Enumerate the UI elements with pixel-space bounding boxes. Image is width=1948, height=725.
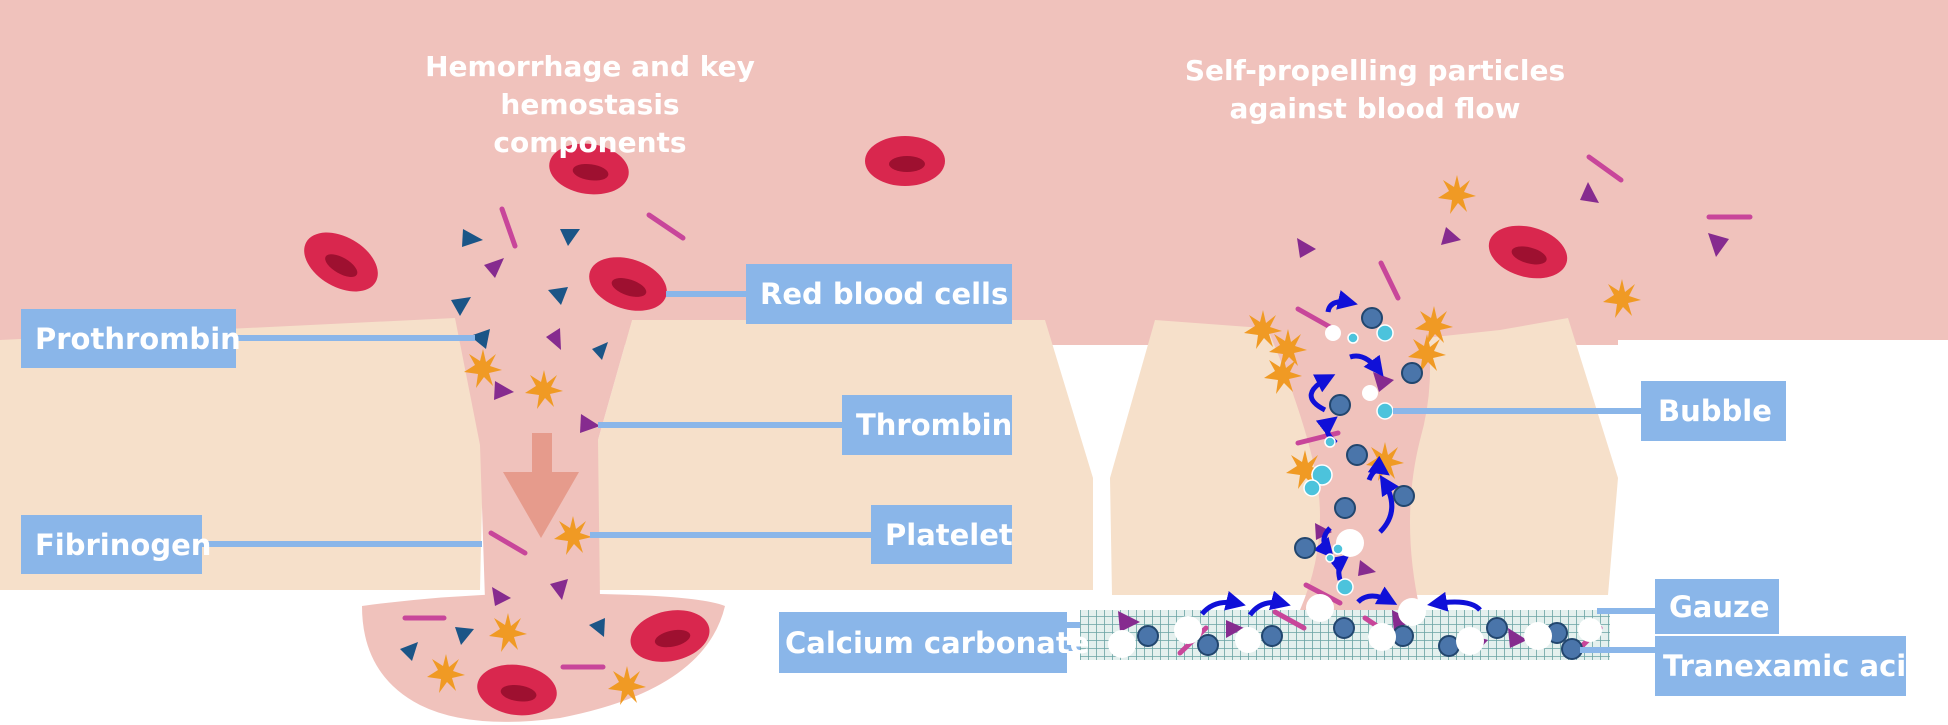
tissue-left-b: [590, 320, 1093, 590]
right-title: Self-propelling particles against blood …: [1160, 52, 1590, 128]
label-thrombin: Thrombin: [842, 395, 1012, 455]
blood-pool: [362, 593, 725, 722]
gauze-bottom-white: [1080, 658, 1620, 725]
right-title-line-1: Self-propelling particles: [1184, 54, 1566, 87]
label-gauze: Gauze: [1655, 579, 1779, 634]
right-title-line-2: against blood flow: [1229, 92, 1521, 125]
thrombin-particles: [484, 182, 1729, 653]
left-title-line-2: hemostasis components: [493, 88, 687, 159]
label-connectors: [202, 291, 1655, 653]
left-title: Hemorrhage and key hemostasis components: [400, 48, 780, 162]
label-fibrinogen: Fibrinogen: [21, 515, 211, 574]
bubbles: [1303, 324, 1394, 596]
label-prothrombin: Prothrombin: [21, 309, 241, 368]
label-red-blood-cells: Red blood cells: [746, 264, 1012, 324]
label-bubble: Bubble: [1641, 381, 1786, 441]
label-platelet: Platelet: [871, 505, 1013, 564]
foam-bubbles: [1108, 325, 1602, 658]
label-tranexamic-acid: Tranexamic acid: [1655, 636, 1927, 696]
left-title-line-1: Hemorrhage and key: [425, 50, 755, 83]
prothrombin-particles: [400, 229, 608, 661]
flow-down-arrow: [503, 433, 579, 538]
label-calcium-carbonate: Calcium carbonate: [779, 612, 1089, 673]
